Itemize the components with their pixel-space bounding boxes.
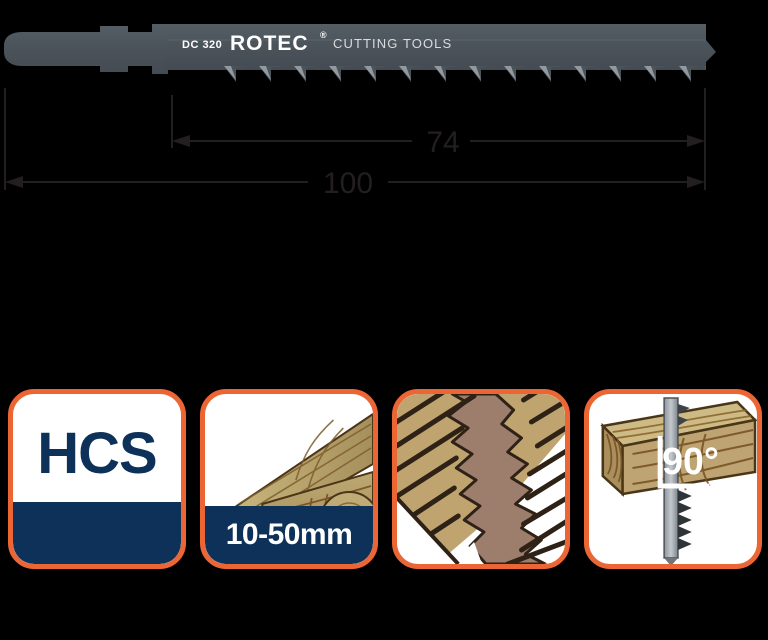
blade-code-text: DC 320 — [182, 39, 222, 51]
brand-logo-text: ROTEC — [230, 32, 309, 55]
blade-teeth — [214, 66, 706, 82]
ninety-degree-cut-icon: 90° — [600, 397, 757, 564]
right-angle-marker — [657, 436, 710, 489]
feature-box-cutting-thickness[interactable]: 10-50mm — [200, 389, 378, 569]
brand-tagline-text: CUTTING TOOLS — [333, 36, 452, 51]
angle-label: 90° — [662, 441, 719, 483]
feature-box-cut-quality-inner — [397, 394, 565, 564]
feature-box-cutting-thickness-inner: 10-50mm — [205, 394, 373, 564]
hcs-bottom-band — [13, 502, 181, 564]
jigsaw-blade-illustration: DC 320 ROTEC ® CUTTING TOOLS — [4, 24, 716, 82]
feature-box-cut-angle[interactable]: 90° — [584, 389, 762, 569]
feature-box-material-hcs[interactable]: HCS — [8, 389, 186, 569]
dimension-74-label: 74 — [426, 126, 459, 159]
thickness-bottom-band: 10-50mm — [205, 506, 373, 564]
blade-body — [166, 24, 716, 70]
rough-cut-wood-icon — [397, 394, 565, 564]
dimension-annotations: 74 100 — [4, 88, 706, 200]
registered-mark-icon: ® — [320, 30, 327, 40]
feature-icon-row: HCS — [8, 389, 762, 573]
dimension-100: 100 — [5, 167, 705, 200]
blade-branding: DC 320 ROTEC ® CUTTING TOOLS — [182, 30, 452, 55]
dimension-100-label: 100 — [323, 167, 373, 200]
feature-box-material-hcs-inner: HCS — [13, 394, 181, 564]
feature-box-cut-angle-inner: 90° — [589, 394, 757, 564]
dimension-74: 74 — [172, 126, 705, 159]
feature-box-cut-quality[interactable] — [392, 389, 570, 569]
blade-shank — [4, 24, 168, 74]
hcs-material-label: HCS — [37, 421, 157, 486]
thickness-band-label: 10-50mm — [225, 518, 353, 551]
